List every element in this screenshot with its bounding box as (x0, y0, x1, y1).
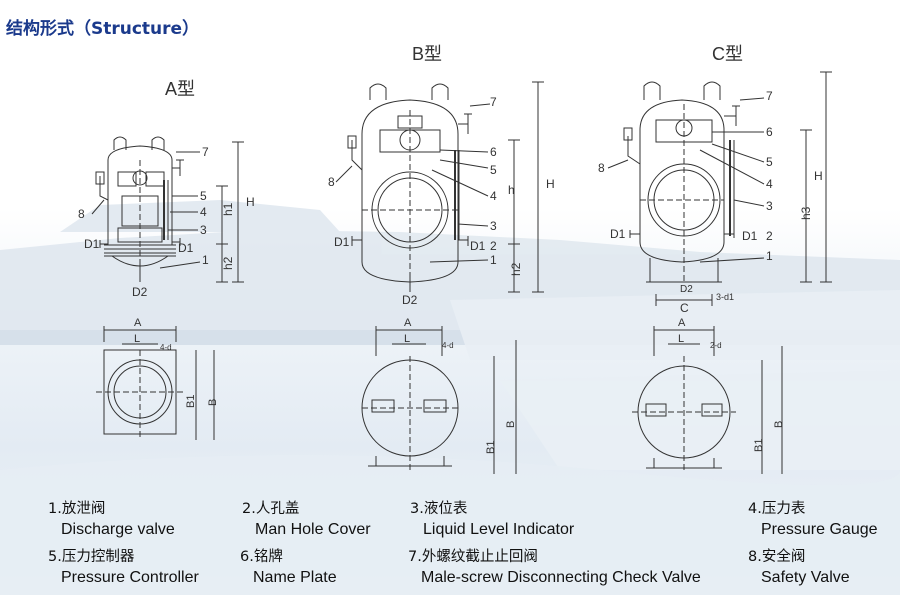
b-callout-8: 8 (328, 175, 335, 189)
c-dim-3d1: 3-d1 (716, 292, 734, 302)
c-dim-d1-right: D1 (742, 229, 758, 243)
a-callout-1: 1 (202, 253, 209, 267)
a-plan-dim-b1: B1 (185, 395, 197, 408)
legend-item-man-hole-cover: 2.人孔盖 Man Hole Cover (242, 501, 371, 538)
b-dim-h: H (546, 177, 555, 191)
c-dim-d1-left: D1 (610, 227, 626, 241)
variant-b-label: B型 (412, 44, 442, 64)
c-plan-dim-a: A (678, 317, 686, 329)
legend-item-pressure-controller: 5.压力控制器 Pressure Controller (48, 549, 199, 586)
a-callout-5: 5 (200, 189, 207, 203)
c-dim-c: C (680, 301, 689, 315)
b-callout-6: 6 (490, 145, 497, 159)
c-callout-5: 5 (766, 155, 773, 169)
b-plan-dim-b1: B1 (485, 441, 497, 454)
variant-c-plan-view (632, 326, 783, 474)
variant-b-front-view: B型 (335, 44, 544, 293)
a-callout-3: 3 (200, 223, 207, 237)
a-dim-h: H (246, 195, 255, 209)
c-plan-dim-l: L (678, 333, 684, 345)
c-dim-h: H (814, 169, 823, 183)
c-callout-3: 3 (766, 199, 773, 213)
a-dim-h1: h1 (221, 202, 235, 216)
legend-item-safety-valve: 8.安全阀 Safety Valve (748, 549, 850, 586)
b-dim-d1-right: D1 (470, 239, 486, 253)
b-plan-dim-4d: 4-d (442, 341, 454, 350)
a-plan-dim-b: B (207, 399, 219, 406)
legend-item-liquid-level-indicator: 3.液位表 Liquid Level Indicator (410, 501, 575, 538)
a-plan-dim-l: L (134, 333, 140, 345)
variant-c-label: C型 (712, 44, 743, 64)
c-callout-8: 8 (598, 161, 605, 175)
a-callout-8: 8 (78, 207, 85, 221)
legend-item-discharge-valve: 1.放泄阀 Discharge valve (48, 501, 175, 538)
variant-a-label: A型 (165, 79, 195, 99)
a-plan-dim-a: A (134, 317, 142, 329)
legend-item-check-valve: 7.外螺纹截止止回阀 Male-screw Disconnecting Chec… (408, 549, 701, 586)
c-plan-dim-b: B (773, 421, 785, 428)
b-dim-h-small: h (508, 183, 515, 197)
parts-legend: 1.放泄阀 Discharge valve 2.人孔盖 Man Hole Cov… (0, 488, 900, 595)
a-callout-4: 4 (200, 205, 207, 219)
c-dim-d2: D2 (680, 284, 693, 295)
b-callout-4: 4 (490, 189, 497, 203)
a-plan-dim-4d: 4-d (160, 343, 172, 352)
a-dim-d1-left: D1 (84, 237, 100, 251)
legend-item-pressure-gauge: 4.压力表 Pressure Gauge (748, 501, 878, 538)
b-callout-1: 1 (490, 253, 497, 267)
b-dim-d1-left: D1 (334, 235, 350, 249)
b-plan-dim-l: L (404, 333, 410, 345)
b-dim-h2: h2 (509, 262, 523, 276)
page-title: 结构形式（Structure） (6, 19, 200, 39)
variant-b-plan-view (361, 326, 517, 474)
a-dim-h2: h2 (221, 256, 235, 270)
variant-c-front-view: C型 (607, 44, 832, 306)
c-plan-dim-b1: B1 (753, 439, 765, 452)
a-dim-d2: D2 (132, 285, 148, 299)
c-callout-2: 2 (766, 229, 773, 243)
c-dim-h3: h3 (799, 206, 813, 220)
a-dim-d1-right: D1 (178, 241, 194, 255)
b-callout-3: 3 (490, 219, 497, 233)
c-callout-7: 7 (766, 89, 773, 103)
variant-a-front-view: A型 (91, 79, 244, 283)
b-callout-5: 5 (490, 163, 497, 177)
c-callout-6: 6 (766, 125, 773, 139)
legend-item-name-plate: 6.铭牌 Name Plate (240, 549, 337, 586)
b-plan-dim-a: A (404, 317, 412, 329)
b-plan-dim-b: B (505, 421, 517, 428)
c-callout-1: 1 (766, 249, 773, 263)
b-dim-d2: D2 (402, 293, 418, 307)
c-callout-4: 4 (766, 177, 773, 191)
variant-a-plan-view (96, 326, 215, 440)
b-callout-7: 7 (490, 95, 497, 109)
c-plan-dim-2d: 2-d (710, 341, 722, 350)
b-callout-2: 2 (490, 239, 497, 253)
a-callout-7: 7 (202, 145, 209, 159)
